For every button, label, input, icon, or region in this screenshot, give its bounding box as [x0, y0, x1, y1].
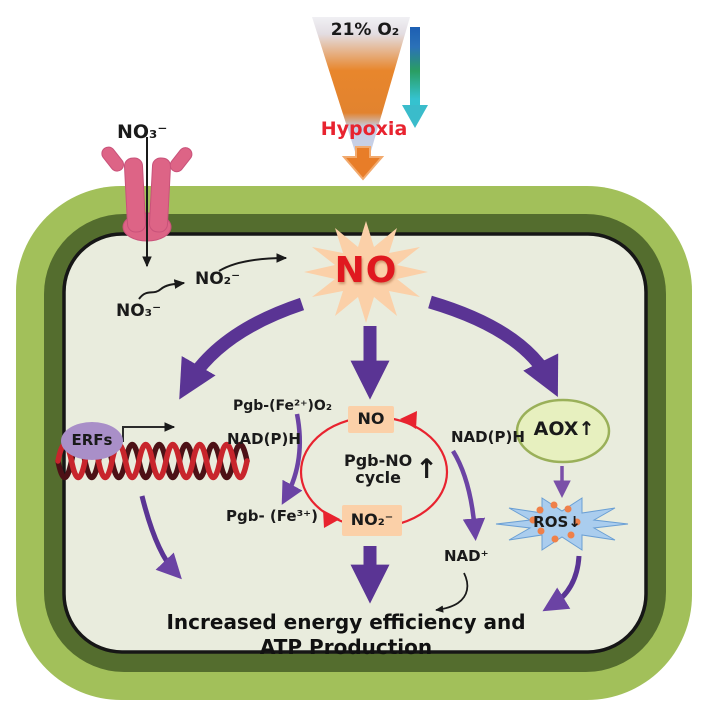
nadph-left-arrow-icon: [281, 413, 303, 505]
oxygen-gradient-bar: [410, 27, 420, 107]
cycle-label-line1: Pgb-NO: [344, 451, 413, 470]
no2-inside-label: NO₂⁻: [195, 269, 241, 289]
cycle-label-line2: cycle: [355, 467, 401, 487]
erf-to-outcome-arrow-icon: [139, 495, 182, 580]
no3-to-no2-arrow-icon: [138, 279, 186, 300]
nadph-right-arrow-icon: [451, 449, 486, 541]
no2-to-no-arrow-icon: [218, 253, 288, 272]
cycle-arrowhead-to-no-icon: [400, 411, 417, 429]
oxygen-gradient-arrowhead-icon: [402, 105, 428, 128]
no-burst-label: NO: [334, 250, 398, 291]
no3-inside-label: NO₃⁻: [116, 301, 162, 321]
nad-plus-label: NAD⁺: [444, 547, 489, 565]
hypoxia-down-arrow-icon: [341, 146, 385, 181]
erfs-oval: [61, 422, 123, 460]
nad-plus-arrow-icon: [435, 572, 469, 613]
cycle-up-arrow-icon: ↑: [415, 454, 438, 486]
nadph-right-label: NAD(P)H: [451, 428, 525, 446]
pgb-fe3-label: Pgb- (Fe³⁺): [226, 507, 318, 525]
ros-label: ROS↓: [533, 513, 581, 531]
no2-box: [342, 505, 402, 536]
cycle-arrowhead-to-no2-icon: [323, 510, 340, 528]
nadph-left-label: NAD(P)H: [227, 430, 301, 448]
no-box: [348, 406, 394, 433]
branch-arrow-left-icon: [179, 297, 305, 400]
pgb-no-cycle-label: Pgb-NO cycle ↑: [344, 451, 438, 487]
oxygen-level-label: 21% O₂: [330, 20, 400, 40]
pgb-fe2-o2-label: Pgb-(Fe²⁺)O₂: [233, 398, 332, 414]
outcome-line1: Increased energy efficiency and: [166, 610, 526, 634]
no-box-label: NO: [357, 409, 385, 428]
outcome-text: Increased energy efficiency and ATP Prod…: [166, 610, 525, 660]
oxygen-funnel: [312, 17, 410, 158]
branch-arrow-right-icon: [428, 295, 559, 398]
hypoxia-label: Hypoxia: [320, 118, 408, 140]
outcome-line2: ATP Production: [259, 635, 433, 659]
ros-starburst-icon: [495, 497, 629, 551]
transcription-start-arrow-icon: [122, 422, 176, 442]
aox-oval: [515, 398, 611, 464]
no-starburst-icon: [304, 221, 428, 323]
aox-label: AOX↑: [533, 418, 595, 440]
no2-box-label: NO₂⁻: [350, 510, 394, 529]
ros-to-outcome-arrow-icon: [542, 555, 582, 612]
no3-outside-label: NO₃⁻: [117, 121, 168, 143]
ros-dots-icon: [529, 501, 581, 543]
erfs-label: ERFs: [71, 431, 113, 449]
